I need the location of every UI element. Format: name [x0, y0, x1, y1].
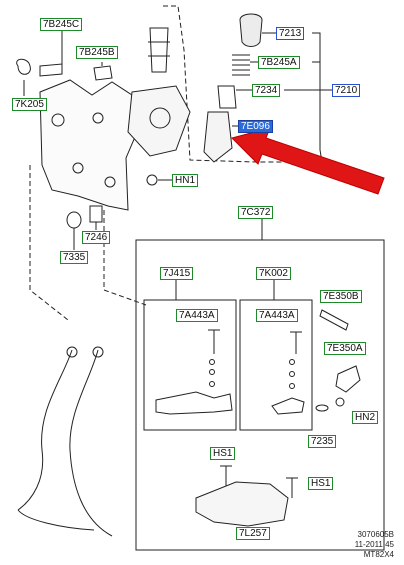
- label-7a443a-left: 7A443A: [176, 309, 218, 322]
- washer-7235: [315, 404, 329, 412]
- clip-7b245c: [16, 58, 31, 75]
- lever-rings: [148, 41, 170, 57]
- label-7l257: 7L257: [236, 527, 270, 540]
- cable-1: [17, 349, 73, 511]
- bracket-hole-2: [92, 112, 104, 124]
- lever-pivot: [149, 107, 171, 129]
- bolt-hs1-right: [286, 477, 298, 498]
- dashed-outline-upper: [163, 5, 322, 163]
- label-7234: 7234: [252, 84, 281, 97]
- nut-hn1: [146, 174, 158, 186]
- label-hn1: HN1: [172, 174, 199, 187]
- bracket-hole-1: [51, 113, 65, 127]
- lever-housing: [127, 85, 191, 157]
- reference-code: 3070605B: [357, 530, 394, 539]
- reference-model: MT82X4: [363, 550, 394, 559]
- label-7246: 7246: [82, 231, 111, 244]
- dashed-outline-left: [29, 165, 69, 321]
- clip-7b245c-body: [39, 63, 63, 77]
- bushing-7335: [66, 211, 82, 229]
- label-7b245c: 7B245C: [40, 18, 83, 31]
- bushing-7246: [89, 205, 103, 223]
- label-7k205: 7K205: [12, 98, 47, 111]
- label-7c372: 7C372: [238, 206, 274, 219]
- clip-7b245b: [93, 65, 113, 81]
- subkit-box-7j415: [143, 299, 237, 431]
- boot-7234: [217, 85, 237, 109]
- pin-7e350b: [319, 309, 349, 331]
- label-7b245a: 7B245A: [258, 56, 300, 69]
- knob-7213: [239, 13, 263, 47]
- label-7b245b: 7B245B: [76, 46, 118, 59]
- gaiter-7e096: [203, 111, 233, 163]
- label-hs1-left: HS1: [210, 447, 236, 460]
- baseplate-7l257: [195, 481, 289, 527]
- bracket-hole-3: [72, 162, 84, 174]
- shift-lever-top: [149, 27, 169, 73]
- bracket-hole-4: [104, 176, 116, 188]
- label-hn2: HN2: [352, 411, 379, 424]
- mounting-bracket: [39, 79, 139, 211]
- diagram-reference: 3070605B 11-2011 45 MT82X4: [355, 530, 394, 560]
- pin-7a443a-left: [208, 329, 220, 354]
- lever-7e350a: [335, 365, 361, 393]
- selector-lever-right: [271, 397, 305, 415]
- spring-7b245a: [232, 54, 250, 76]
- label-7e350a: 7E350A: [324, 342, 366, 355]
- highlight-arrow-icon: [231, 127, 385, 195]
- nut-hn2: [335, 397, 345, 407]
- bolt-hs1-left: [220, 465, 232, 488]
- label-7e096: 7E096: [238, 120, 273, 133]
- reference-date: 11-2011 45: [354, 540, 394, 549]
- label-7e350b: 7E350B: [320, 290, 362, 303]
- bracket-7210-right: [312, 32, 323, 163]
- label-7a443a-right: 7A443A: [256, 309, 298, 322]
- label-7213: 7213: [276, 27, 305, 40]
- selector-lever-left: [155, 391, 233, 415]
- label-7335: 7335: [60, 251, 89, 264]
- label-hs1-right: HS1: [308, 477, 334, 490]
- kit-box-7c372: [135, 239, 385, 551]
- dashed-outline-mid: [103, 210, 147, 306]
- cable-end-1: [66, 346, 78, 358]
- cable-3: [17, 509, 95, 531]
- label-7210: 7210: [332, 84, 361, 97]
- label-7j415: 7J415: [160, 267, 194, 280]
- cable-end-2: [92, 346, 104, 358]
- label-7k002: 7K002: [256, 267, 291, 280]
- leader-subkits: [175, 278, 275, 300]
- label-7235: 7235: [308, 435, 337, 448]
- pin-7a443a-right: [290, 331, 302, 354]
- cable-2: [69, 349, 113, 537]
- subkit-box-7k002: [239, 299, 313, 431]
- leader-7210: [284, 61, 332, 91]
